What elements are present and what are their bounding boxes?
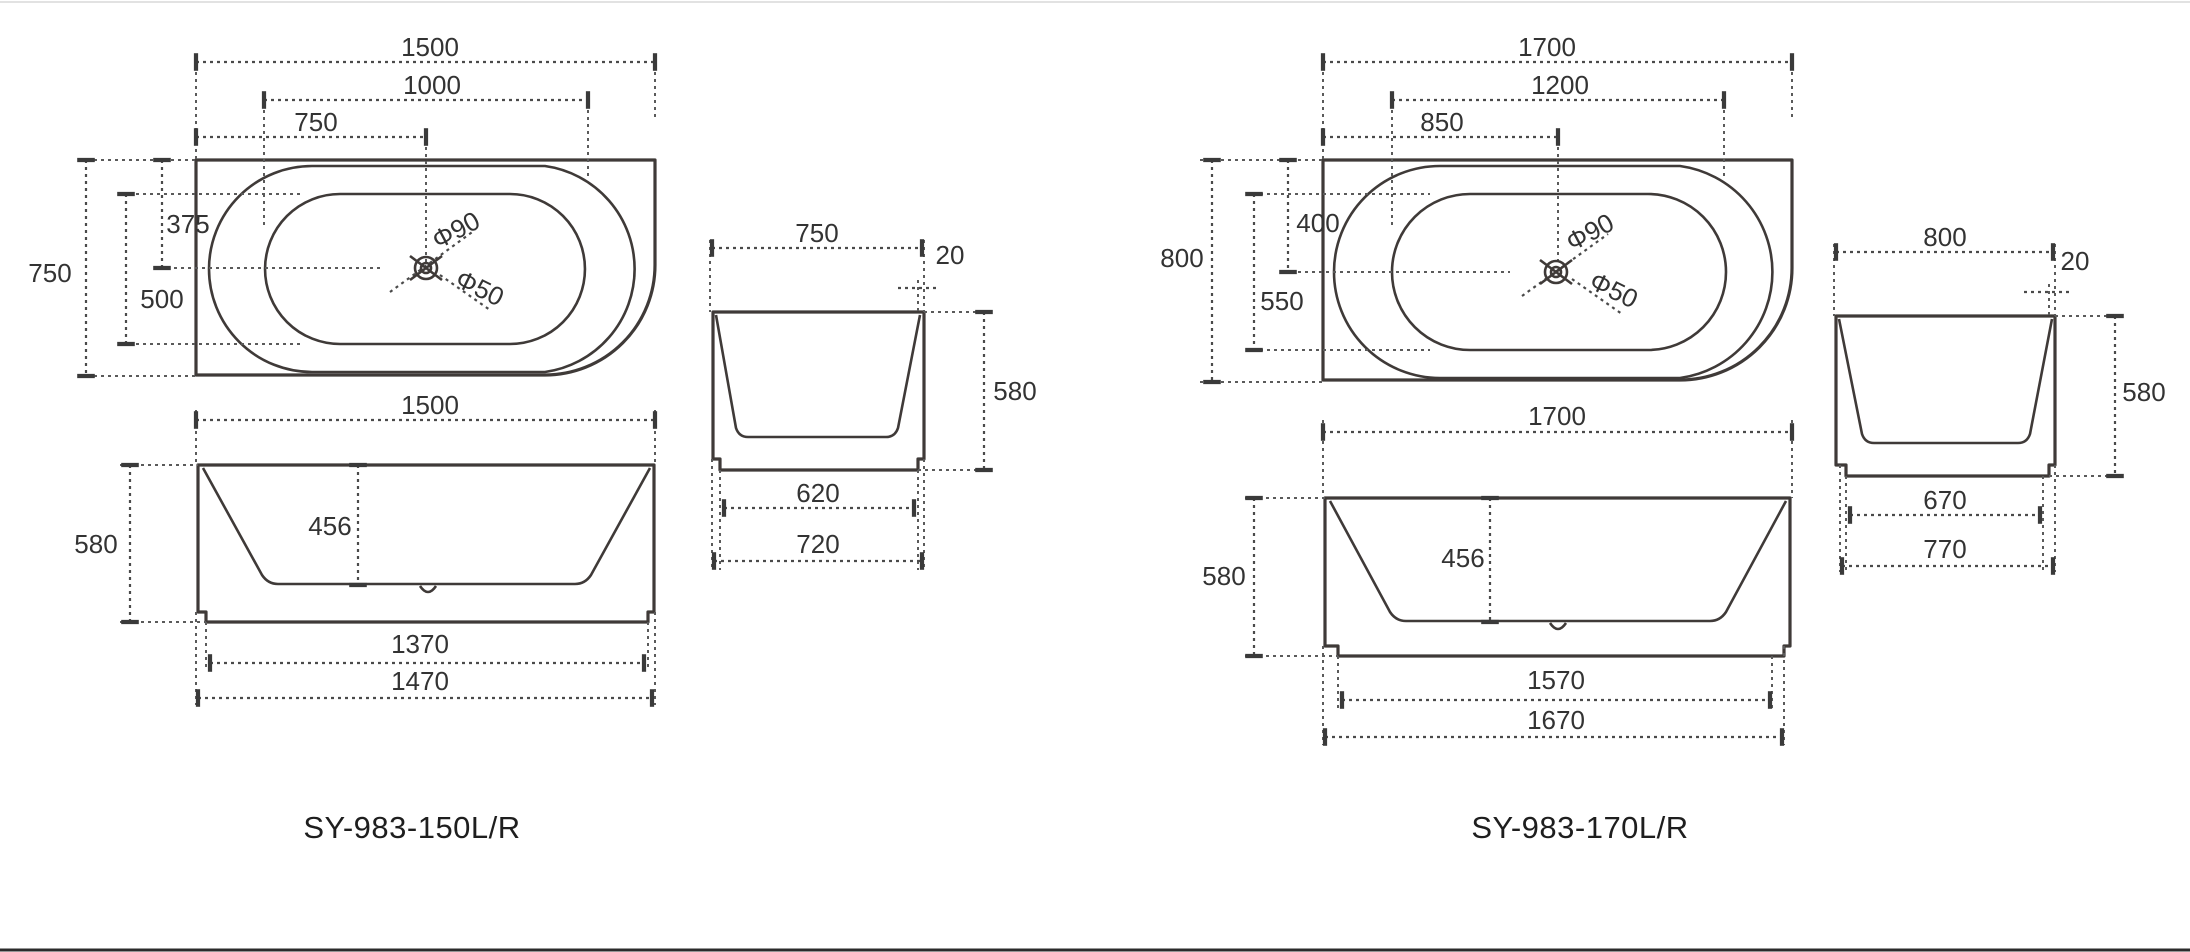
end-view-170: 800 20 580 670 770 — [1833, 222, 2166, 575]
dim-side-length: 1500 — [401, 390, 459, 420]
dim-plan-drain-half-width: 375 — [166, 209, 209, 239]
tub-basin-profile-side — [201, 467, 652, 586]
dim-side-base-inner: 1570 — [1527, 665, 1585, 695]
tub-outline-side — [196, 463, 656, 624]
side-view-170: 1700 580 456 1570 1670 — [1202, 401, 1795, 746]
tub-outline-side — [1323, 496, 1792, 658]
dim-end-base-inner: 620 — [796, 478, 839, 508]
tub-outline-end — [1834, 314, 2057, 478]
dim-side-depth: 456 — [1441, 543, 1484, 573]
dim-end-top-width: 800 — [1923, 222, 1966, 252]
drain-icon — [1543, 259, 1569, 285]
side-view-150: 1500 580 456 1370 1470 — [74, 390, 658, 707]
plan-view-150: 1500 1000 750 750 375 500 Φ90 Φ50 — [28, 32, 658, 379]
model-label-170: SY-983-170L/R — [1471, 810, 1688, 845]
dim-end-base-outer: 770 — [1923, 534, 1966, 564]
dim-plan-inner-length: 1000 — [403, 70, 461, 100]
drawing-150: 1500 1000 750 750 375 500 Φ90 Φ50 — [28, 32, 1036, 845]
tub-rim-outer — [207, 164, 636, 374]
dim-end-height: 580 — [2122, 377, 2165, 407]
drain-icon — [413, 255, 439, 281]
tub-basin-inner — [1390, 192, 1728, 352]
dim-side-depth: 456 — [308, 511, 351, 541]
dim-side-base-inner: 1370 — [391, 629, 449, 659]
tub-basin-profile-side — [1328, 500, 1788, 623]
tub-outline-plan — [194, 158, 657, 377]
dim-side-base-outer: 1470 — [391, 666, 449, 696]
dim-overflow-diameter: Φ50 — [1585, 266, 1643, 315]
model-label-150: SY-983-150L/R — [303, 810, 520, 845]
dim-side-length: 1700 — [1528, 401, 1586, 431]
dim-plan-drain-offset: 850 — [1420, 107, 1463, 137]
plan-view-170: 1700 1200 850 800 400 550 Φ90 Φ50 — [1160, 32, 1795, 385]
dim-plan-drain-half-width: 400 — [1296, 208, 1339, 238]
dim-plan-length: 1500 — [401, 32, 459, 62]
dim-plan-inner-width: 500 — [140, 284, 183, 314]
tub-basin-inner — [263, 192, 587, 346]
dim-overflow-diameter: Φ50 — [451, 264, 509, 313]
tub-outline-plan — [1321, 158, 1794, 382]
dim-plan-drain-offset: 750 — [294, 107, 337, 137]
dim-plan-inner-width: 550 — [1260, 286, 1303, 316]
dim-side-base-outer: 1670 — [1527, 705, 1585, 735]
tub-outline-end — [711, 310, 926, 472]
dim-end-base-inner: 670 — [1923, 485, 1966, 515]
dim-plan-width: 750 — [28, 258, 71, 288]
dim-plan-inner-length: 1200 — [1531, 70, 1589, 100]
dim-drain-diameter: Φ90 — [427, 205, 485, 255]
dim-plan-length: 1700 — [1518, 32, 1576, 62]
dim-end-rim: 20 — [936, 240, 965, 270]
dim-side-height: 580 — [74, 529, 117, 559]
dim-plan-width: 800 — [1160, 243, 1203, 273]
end-view-150: 750 20 580 620 720 — [709, 218, 1037, 570]
tub-basin-profile-end — [714, 314, 922, 439]
dim-end-top-width: 750 — [795, 218, 838, 248]
dim-end-rim: 20 — [2061, 246, 2090, 276]
dim-end-base-outer: 720 — [796, 529, 839, 559]
dim-end-height: 580 — [993, 376, 1036, 406]
dim-drain-diameter: Φ90 — [1561, 207, 1619, 257]
drawing-170: 1700 1200 850 800 400 550 Φ90 Φ50 — [1160, 32, 2165, 845]
tub-basin-profile-end — [1837, 318, 2054, 445]
tub-rim-outer — [1332, 164, 1774, 380]
dim-side-height: 580 — [1202, 561, 1245, 591]
